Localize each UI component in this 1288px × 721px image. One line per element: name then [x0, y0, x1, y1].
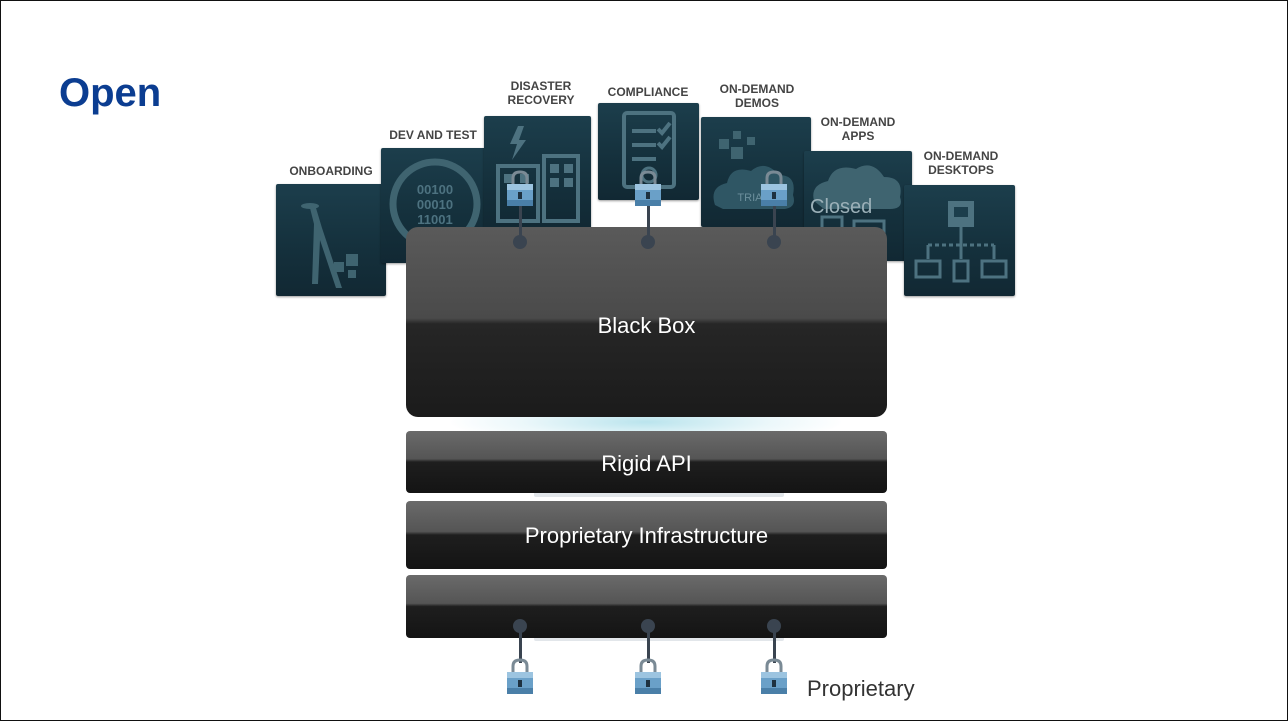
proprietary-infrastructure-label: Proprietary Infrastructure [524, 523, 769, 548]
label-on-demand-apps: ON-DEMAND APPS [820, 115, 896, 143]
api-shelf [534, 489, 784, 497]
top-connector-3 [773, 205, 776, 239]
slide-title: Open [59, 71, 162, 115]
trial-badge: TRIAL [737, 192, 768, 204]
closed-overlay: Closed [810, 196, 872, 218]
bottom-connector-3 [773, 629, 776, 663]
tile-disaster-recovery [484, 116, 591, 231]
top-connector-dot-2 [641, 235, 655, 249]
black-box-label: Black Box [597, 313, 696, 338]
tile-onboarding [276, 184, 386, 296]
bottom-connector-2 [647, 629, 650, 663]
proprietary-infrastructure-layer: Proprietary Infrastructure [406, 501, 887, 569]
bottom-connector-1 [519, 629, 522, 663]
svg-text:00100: 00100 [417, 182, 453, 197]
top-connector-1 [519, 205, 522, 239]
demo-cloud-icon: TRIAL [713, 131, 794, 209]
proprietary-label: Proprietary [807, 676, 915, 701]
label-dev-and-test: DEV AND TEST [389, 128, 477, 142]
lock-icon [759, 169, 789, 207]
lock-icon [633, 657, 663, 695]
top-connector-dot-1 [513, 235, 527, 249]
top-connector-2 [647, 205, 650, 239]
svg-text:11001: 11001 [417, 212, 452, 227]
label-disaster-recovery: DISASTER RECOVERY [507, 79, 575, 107]
svg-text:00010: 00010 [417, 197, 453, 212]
label-on-demand-desktops: ON-DEMAND DESKTOPS [923, 149, 999, 177]
bottom-connector-dot-1 [513, 619, 527, 633]
building-lightning-icon [496, 126, 580, 223]
tile-on-demand-demos: TRIAL [701, 117, 811, 227]
lock-icon [633, 169, 663, 207]
onboarding-icon [301, 203, 358, 288]
tile-on-demand-desktops [904, 185, 1015, 296]
black-box: Black Box [406, 227, 887, 417]
lock-icon [505, 657, 535, 695]
label-compliance: COMPLIANCE [607, 85, 689, 99]
label-onboarding: ONBOARDING [289, 164, 373, 178]
rigid-api-label: Rigid API [601, 451, 692, 476]
desktops-network-icon [914, 201, 1008, 283]
top-connector-dot-3 [767, 235, 781, 249]
tile-compliance [598, 103, 699, 200]
label-on-demand-demos: ON-DEMAND DEMOS [719, 82, 795, 110]
lock-icon [759, 657, 789, 695]
rigid-api-layer: Rigid API [406, 431, 887, 493]
bottom-connector-dot-2 [641, 619, 655, 633]
bottom-connector-dot-3 [767, 619, 781, 633]
lock-icon [505, 169, 535, 207]
